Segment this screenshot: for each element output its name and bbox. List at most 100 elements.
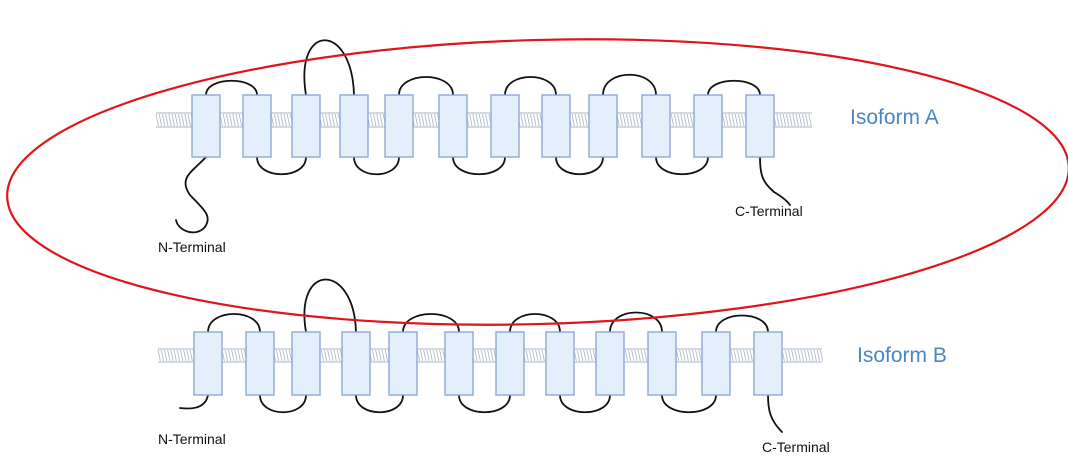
- lipid-mark: [630, 114, 632, 126]
- intracellular-loop: [556, 157, 603, 174]
- lipid-mark: [747, 350, 749, 361]
- lipid-mark: [678, 114, 680, 126]
- lipid-mark: [582, 114, 584, 126]
- lipid-mark: [226, 114, 228, 126]
- lipid-mark: [799, 114, 801, 126]
- lipid-mark: [422, 114, 424, 126]
- lipid-mark: [587, 350, 589, 361]
- lipid-mark: [382, 350, 384, 361]
- lipid-mark: [162, 114, 164, 126]
- extracellular-loop: [304, 280, 356, 333]
- isoform-b: Isoform B N-Terminal C-Terminal: [158, 280, 947, 456]
- lipid-mark: [686, 350, 688, 361]
- lipid-mark: [235, 350, 237, 361]
- lipid-mark: [527, 114, 529, 126]
- lipid-mark: [428, 114, 430, 126]
- lipid-mark: [674, 114, 676, 126]
- c-terminal-label-a: C-Terminal: [735, 203, 803, 219]
- transmembrane-segment: [340, 95, 368, 157]
- lipid-mark: [185, 114, 187, 126]
- extracellular-loop: [304, 40, 354, 95]
- lipid-mark: [328, 350, 330, 361]
- extracellular-loop: [603, 75, 656, 95]
- lipid-mark: [575, 114, 577, 126]
- lipid-mark: [521, 114, 523, 126]
- lipid-mark: [187, 350, 189, 361]
- intracellular-loop: [257, 157, 306, 174]
- lipid-mark: [726, 114, 728, 126]
- lipid-mark: [683, 350, 685, 361]
- transmembrane-segment: [642, 95, 670, 157]
- lipid-mark: [671, 114, 673, 126]
- transmembrane-segment: [439, 95, 467, 157]
- lipid-mark: [484, 350, 486, 361]
- lipid-mark: [638, 350, 640, 361]
- lipid-mark: [534, 114, 536, 126]
- lipid-mark: [537, 114, 539, 126]
- transmembrane-segment: [648, 332, 676, 395]
- lipid-mark: [696, 350, 698, 361]
- lipid-mark: [476, 114, 478, 126]
- lipid-mark: [166, 114, 168, 126]
- extracellular-loop: [206, 81, 257, 95]
- lipid-mark: [732, 114, 734, 126]
- lipid-mark: [526, 350, 528, 361]
- lipid-mark: [593, 350, 595, 361]
- lipid-mark: [491, 350, 493, 361]
- lipid-mark: [811, 350, 813, 361]
- lipid-mark: [530, 114, 532, 126]
- lipid-mark: [644, 350, 646, 361]
- lipid-mark: [744, 350, 746, 361]
- lipid-mark: [729, 114, 731, 126]
- transmembrane-segment: [385, 95, 413, 157]
- lipid-mark: [731, 350, 733, 361]
- lipid-mark: [236, 114, 238, 126]
- lipid-mark: [280, 350, 282, 361]
- lipid-mark: [820, 350, 822, 361]
- lipid-mark: [431, 114, 433, 126]
- lipid-mark: [174, 350, 176, 361]
- lipid-mark: [636, 114, 638, 126]
- transmembrane-segment: [702, 332, 730, 395]
- lipid-mark: [798, 350, 800, 361]
- c-terminal-label-b: C-Terminal: [762, 439, 830, 455]
- segments-b: [194, 332, 782, 395]
- lipid-mark: [635, 350, 637, 361]
- lipid-mark: [225, 350, 227, 361]
- lipid-mark: [420, 350, 422, 361]
- lipid-mark: [380, 114, 382, 126]
- lipid-mark: [239, 114, 241, 126]
- lipid-mark: [580, 350, 582, 361]
- lipid-mark: [740, 350, 742, 361]
- lipid-mark: [808, 350, 810, 361]
- n-terminal-label-b: N-Terminal: [158, 431, 226, 447]
- lipid-mark: [172, 114, 174, 126]
- lipid-mark: [281, 114, 283, 126]
- lipid-mark: [331, 350, 333, 361]
- lipid-mark: [801, 350, 803, 361]
- lipid-mark: [278, 114, 280, 126]
- transmembrane-segment: [496, 332, 524, 395]
- lipid-mark: [796, 114, 798, 126]
- lipid-mark: [692, 350, 694, 361]
- n-terminal-tail: [180, 395, 208, 408]
- lipid-mark: [427, 350, 429, 361]
- lipid-mark: [223, 114, 225, 126]
- lipid-mark: [735, 114, 737, 126]
- lipid-mark: [734, 350, 736, 361]
- lipid-mark: [415, 114, 417, 126]
- transmembrane-segment: [491, 95, 519, 157]
- lipid-mark: [633, 114, 635, 126]
- lipid-mark: [158, 350, 160, 361]
- lipid-mark: [783, 114, 785, 126]
- lipid-mark: [786, 114, 788, 126]
- lipid-mark: [792, 350, 794, 361]
- lipid-mark: [436, 350, 438, 361]
- lipid-mark: [722, 114, 724, 126]
- transmembrane-segment: [542, 95, 570, 157]
- lipid-mark: [232, 350, 234, 361]
- lipid-mark: [156, 114, 158, 126]
- extracellular-loop: [208, 314, 260, 332]
- lipid-mark: [321, 350, 323, 361]
- highlight-ellipse: [3, 25, 1068, 339]
